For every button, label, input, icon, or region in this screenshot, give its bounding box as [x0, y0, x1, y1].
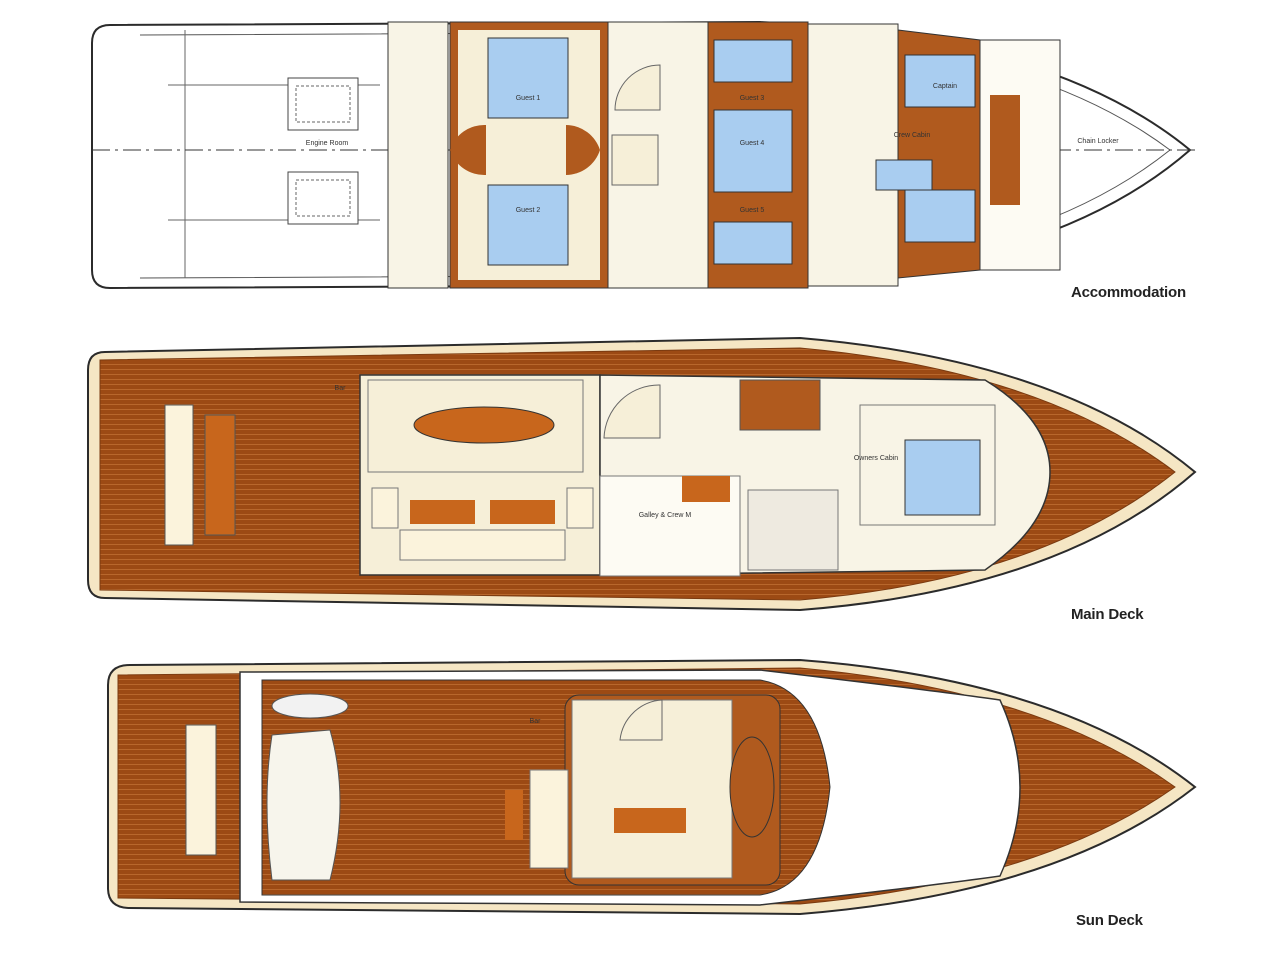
label-engine-room: Engine Room	[306, 140, 349, 147]
label-guest-5: Guest 5	[740, 207, 765, 214]
deck-label-sun: Sun Deck	[1076, 912, 1143, 929]
bed-guest-1	[487, 37, 569, 119]
room-labels: Engine Room Guest 1 Guest 2 Guest 3 Gues…	[306, 83, 1119, 725]
aft-table	[204, 414, 236, 536]
salon-table-1	[410, 500, 475, 524]
bunk-crew-1	[875, 159, 933, 191]
sun-deck	[107, 658, 1197, 916]
bed-guest-3	[713, 39, 793, 83]
main-deck	[87, 336, 1197, 612]
label-crew-cabin: Crew Cabin	[894, 132, 931, 139]
accommodation-deck	[91, 20, 1195, 290]
helm-console	[729, 736, 775, 838]
label-guest-2: Guest 2	[516, 207, 541, 214]
bed-guest-2	[487, 184, 569, 266]
bunk-captain	[904, 54, 976, 108]
dining-table	[413, 406, 555, 444]
bunk-crew-2	[904, 189, 976, 243]
spiral-stair-main	[603, 384, 661, 439]
label-bar-main: Bar	[335, 385, 347, 392]
aft-sofa	[164, 404, 194, 546]
deck-label-main: Main Deck	[1071, 606, 1144, 623]
aft-sofa-sun	[185, 724, 217, 856]
label-guest-3: Guest 3	[740, 95, 765, 102]
tender-boat	[266, 729, 341, 881]
sun-table	[614, 808, 686, 833]
label-galley-crew: Galley & Crew M	[639, 512, 692, 519]
jet-ski	[271, 693, 349, 719]
label-guest-1: Guest 1	[516, 95, 541, 102]
label-chain-locker: Chain Locker	[1077, 138, 1119, 145]
spiral-stair-sun	[619, 699, 663, 741]
bed-guest-4	[713, 109, 793, 193]
engine-port	[287, 77, 359, 131]
label-bar-sun: Bar	[530, 718, 542, 725]
bed-guest-5	[713, 221, 793, 265]
salon-table-2	[490, 500, 555, 524]
deck-label-accommodation: Accommodation	[1071, 284, 1186, 301]
owners-bed	[904, 439, 981, 516]
label-captain: Captain	[933, 83, 957, 90]
label-guest-4: Guest 4	[740, 140, 765, 147]
label-owners-cabin: Owners Cabin	[854, 455, 898, 462]
spiral-stair-accommodation	[614, 64, 661, 111]
engine-starboard	[287, 171, 359, 225]
